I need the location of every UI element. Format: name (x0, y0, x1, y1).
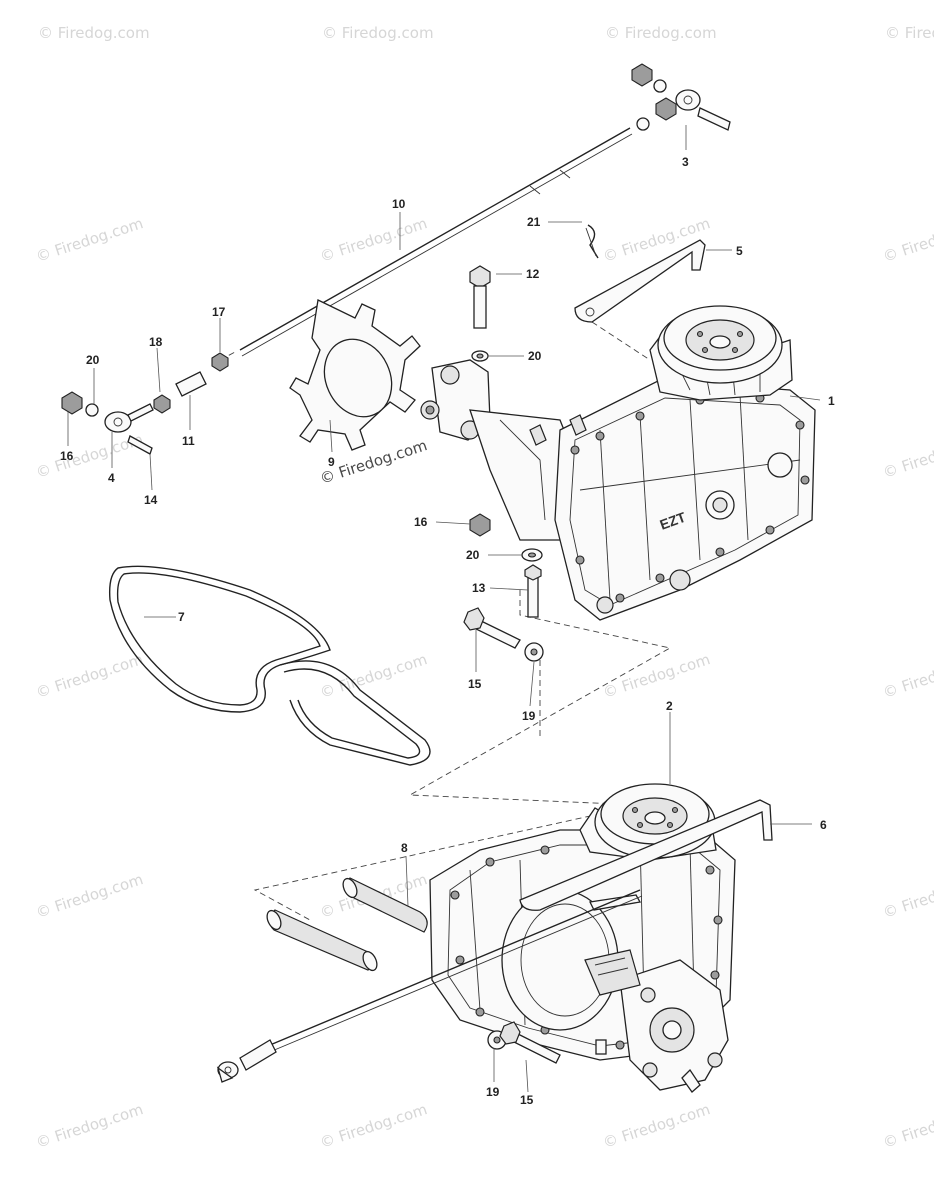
washer-middle (521, 548, 543, 562)
callout-2: 2 (666, 699, 673, 713)
callout-20: 20 (466, 548, 480, 562)
callout-6: 6 (820, 818, 827, 832)
watermark: © Firedog.com (38, 24, 150, 42)
watermark: © Firedog.com (34, 650, 146, 702)
watermark: © Firedog.com (34, 1100, 146, 1152)
watermark: © Firedog.com (605, 24, 717, 42)
gasket (289, 299, 421, 451)
control-rod-lower (216, 889, 643, 1083)
drive-belt (108, 565, 431, 766)
watermark: © Firedog.com (881, 1100, 934, 1152)
callout-3: 3 (682, 155, 689, 169)
watermark: © Firedog.com (601, 650, 713, 702)
washer-19-upper (524, 642, 544, 662)
leader-lines (67, 125, 821, 1093)
spacer-tube-b (266, 909, 378, 972)
callout-17: 17 (212, 305, 226, 319)
watermark: © Firedog.com (34, 430, 146, 482)
callout-14: 14 (144, 493, 158, 507)
callout-5: 5 (736, 244, 743, 258)
watermark: © Firedog.com (34, 870, 146, 922)
bracket-upper (574, 239, 706, 323)
watermark: © Firedog.com (318, 1100, 430, 1152)
callout-15: 15 (468, 677, 482, 691)
bolt-15-upper (463, 607, 521, 649)
transaxle-upper: EZT (420, 305, 816, 621)
control-rod-upper (239, 127, 633, 357)
rod-end-hardware-top (631, 63, 731, 131)
watermark: © Firedog.com (881, 650, 934, 702)
washer-upper (471, 350, 489, 362)
callout-20: 20 (528, 349, 542, 363)
watermark: © Firedog.com (601, 1100, 713, 1152)
spacer-tube-a (342, 877, 428, 933)
bolt-15-lower (499, 1021, 561, 1064)
callout-labels: 1 2 3 4 5 6 7 8 9 10 11 12 13 14 15 15 1… (60, 155, 835, 1107)
callout-16: 16 (60, 449, 74, 463)
callout-8: 8 (401, 841, 408, 855)
watermark: © Firedog.com (881, 214, 934, 266)
callout-10: 10 (392, 197, 406, 211)
callout-19: 19 (522, 709, 536, 723)
transaxle-lower (429, 783, 736, 1093)
watermark: © Firedog.com (881, 430, 934, 482)
callout-15: 15 (520, 1093, 534, 1107)
watermark: © Firedog.com (318, 650, 430, 702)
callout-13: 13 (472, 581, 486, 595)
linkage-hardware-left (61, 352, 229, 455)
callout-18: 18 (149, 335, 163, 349)
callout-11: 11 (182, 434, 195, 448)
callout-19: 19 (486, 1085, 500, 1099)
hairpin-clip (585, 224, 599, 259)
callout-20: 20 (86, 353, 100, 367)
nut-middle (469, 513, 491, 537)
watermark: © Firedog.com (34, 214, 146, 266)
watermark: © Firedog.com (881, 870, 934, 922)
callout-9: 9 (328, 455, 335, 469)
callout-12: 12 (526, 267, 540, 281)
watermark: © Firedog.com (885, 24, 934, 42)
callout-21: 21 (527, 215, 541, 229)
callout-1: 1 (828, 394, 835, 408)
watermark: © Firedog.com (322, 24, 434, 42)
bolt-middle (524, 564, 542, 618)
callout-16: 16 (414, 515, 428, 529)
bolt-upper (469, 265, 491, 329)
callout-4: 4 (108, 471, 115, 485)
callout-7: 7 (178, 610, 185, 624)
watermark: © Firedog.com (318, 214, 430, 266)
